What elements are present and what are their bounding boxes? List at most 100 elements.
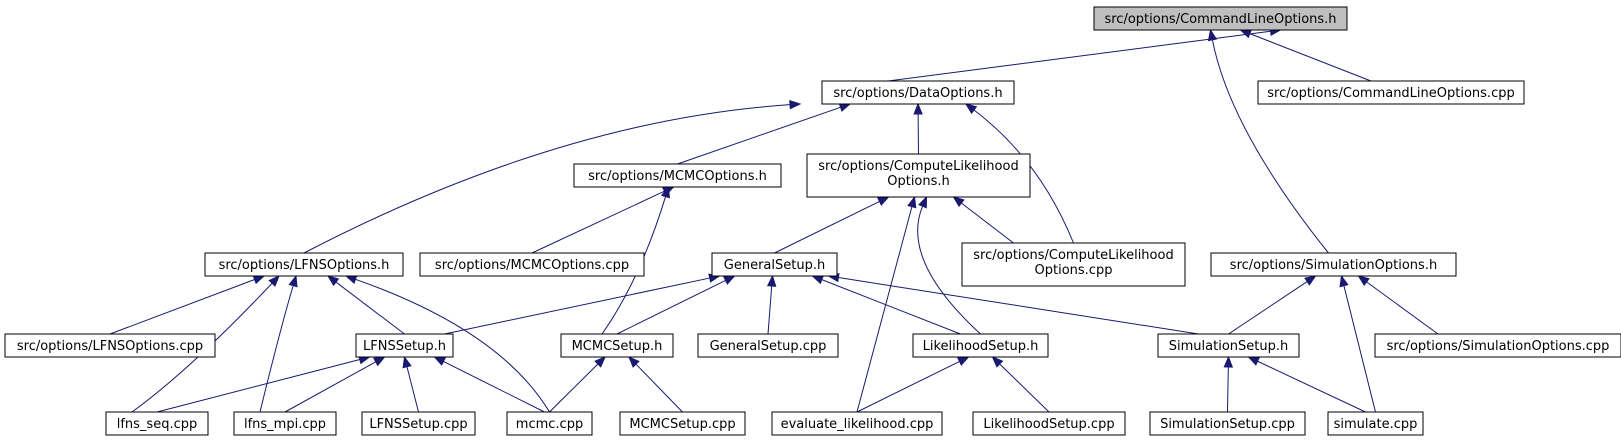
node-mcmc-cpp[interactable]: mcmc.cpp (506, 411, 593, 436)
edge-line (1227, 366, 1229, 413)
arrowhead-icon (594, 356, 606, 368)
edge-likesetup_h-to-general_h (811, 275, 961, 335)
edge-lfnssetup_h-to-lfnsopt_h (326, 275, 405, 335)
edge-lfns_mpi-to-lfnsopt_h (259, 274, 298, 413)
edge-line (355, 278, 550, 413)
arrowhead-icon (952, 196, 965, 208)
edge-simopt_cpp-to-simopt_h (1357, 275, 1439, 335)
node-box (1157, 333, 1300, 358)
node-cmdline-h[interactable]: src/options/CommandLineOptions.h (1093, 6, 1348, 31)
edge-mcmcsetup_h-to-general_h (616, 275, 736, 335)
arrowhead-icon (373, 356, 386, 367)
node-lfnssetup-h[interactable]: LFNSSetup.h (355, 333, 454, 358)
edge-general_cpp-to-general_h (766, 274, 777, 335)
edge-lfnsopt_cpp-to-lfnsopt_h (109, 275, 266, 335)
arrowhead-icon (252, 275, 266, 285)
edge-line (821, 279, 961, 335)
node-lfns-seq[interactable]: lfns_seq.cpp (105, 411, 209, 436)
node-layer: src/options/CommandLineOptions.h src/opti… (4, 6, 1621, 436)
node-simsetup-cpp[interactable]: SimulationSetup.cpp (1149, 411, 1306, 436)
edge-mcmc_cpp-to-lfnssetup_h (433, 356, 545, 413)
edge-line (156, 359, 360, 413)
node-likesetup-h[interactable]: LikelihoodSetup.h (912, 333, 1049, 358)
node-label: LFNSSetup.h (363, 339, 446, 354)
node-label: src/options/SimulationOptions.h (1230, 258, 1437, 273)
node-general-h[interactable]: GeneralSetup.h (711, 252, 838, 277)
node-evaluate[interactable]: evaluate_likelihood.cpp (771, 411, 943, 436)
node-label: GeneralSetup.h (724, 258, 825, 273)
node-mcmcopt-cpp[interactable]: src/options/MCMCOptions.cpp (419, 252, 645, 277)
edge-evaluate-to-compute_h (856, 195, 917, 413)
node-label: mcmc.cpp (516, 417, 583, 432)
node-simopt-h[interactable]: src/options/SimulationOptions.h (1210, 252, 1457, 277)
edge-line (973, 109, 1074, 244)
node-box (1149, 411, 1306, 436)
edge-line (335, 281, 405, 335)
node-mcmcopt-h[interactable]: src/options/MCMCOptions.h (573, 163, 782, 188)
node-box (361, 411, 476, 436)
edge-line (774, 200, 880, 254)
node-label: MCMCSetup.cpp (629, 417, 735, 432)
arrowhead-icon (838, 102, 852, 112)
node-label: evaluate_likelihood.cpp (781, 417, 934, 432)
node-simsetup-h[interactable]: SimulationSetup.h (1157, 333, 1300, 358)
node-label: src/options/LFNSOptions.cpp (17, 339, 203, 354)
node-data-h[interactable]: src/options/DataOptions.h (821, 80, 1015, 105)
edge-line (531, 190, 665, 254)
node-cmdline-cpp[interactable]: src/options/CommandLineOptions.cpp (1257, 80, 1525, 105)
arrowhead-icon (344, 275, 358, 284)
edge-line (443, 361, 545, 413)
edge-line (961, 202, 1014, 244)
node-box (1210, 252, 1457, 277)
node-box (711, 252, 838, 277)
edge-line (1211, 39, 1329, 254)
node-label: src/options/LFNSOptions.h (219, 258, 390, 273)
edge-line (1257, 360, 1366, 413)
node-box (1093, 6, 1348, 31)
node-mcmcsetup-cpp[interactable]: MCMCSetup.cpp (619, 411, 746, 436)
node-box (355, 333, 454, 358)
edge-line (1249, 33, 1372, 82)
arrowhead-icon (876, 196, 890, 206)
arrowhead-icon (964, 103, 978, 115)
node-lfnsopt-h[interactable]: src/options/LFNSOptions.h (204, 252, 404, 277)
node-box (806, 153, 1031, 198)
node-label: src/options/ComputeLikelihood (818, 159, 1018, 174)
node-label: lfns_seq.cpp (117, 417, 198, 432)
node-lfnssetup-cpp[interactable]: LFNSSetup.cpp (361, 411, 476, 436)
node-label: SimulationSetup.h (1169, 339, 1288, 354)
arrowhead-icon (402, 355, 412, 369)
edge-line (856, 360, 960, 413)
edge-line (999, 363, 1050, 413)
node-label: simulate.cpp (1334, 417, 1418, 432)
edge-mcmcsetup_cpp-to-mcmcsetup_h (628, 356, 683, 413)
arrowhead-icon (433, 356, 447, 366)
node-label: src/options/ComputeLikelihood (973, 248, 1173, 263)
node-lfnsopt-cpp[interactable]: src/options/LFNSOptions.cpp (4, 333, 216, 358)
edge-lfnsopt_h-to-data_h (303, 99, 802, 254)
node-box (233, 411, 337, 436)
edge-line (109, 279, 255, 335)
edge-line (838, 277, 1199, 335)
node-general-cpp[interactable]: GeneralSetup.cpp (697, 333, 839, 358)
node-box (697, 333, 839, 358)
node-label: src/options/DataOptions.h (833, 86, 1002, 101)
edge-simsetup_h-to-simopt_h (1228, 275, 1317, 335)
node-box (1327, 411, 1424, 436)
node-simulate[interactable]: simulate.cpp (1327, 411, 1424, 436)
arrowhead-icon (1247, 356, 1261, 366)
arrowhead-icon (660, 185, 670, 199)
node-label: src/options/MCMCOptions.cpp (435, 258, 629, 273)
node-box (573, 163, 782, 188)
edge-line (616, 279, 726, 335)
node-lfns-mpi[interactable]: lfns_mpi.cpp (233, 411, 337, 436)
node-box (1257, 80, 1525, 105)
edge-lfnssetup_cpp-to-lfnssetup_h (402, 355, 419, 413)
node-mcmcsetup-h[interactable]: MCMCSetup.h (560, 333, 674, 358)
edge-line (635, 363, 683, 413)
node-likesetup-cpp[interactable]: LikelihoodSetup.cpp (972, 411, 1126, 436)
node-simopt-cpp[interactable]: src/options/SimulationOptions.cpp (1374, 333, 1621, 358)
